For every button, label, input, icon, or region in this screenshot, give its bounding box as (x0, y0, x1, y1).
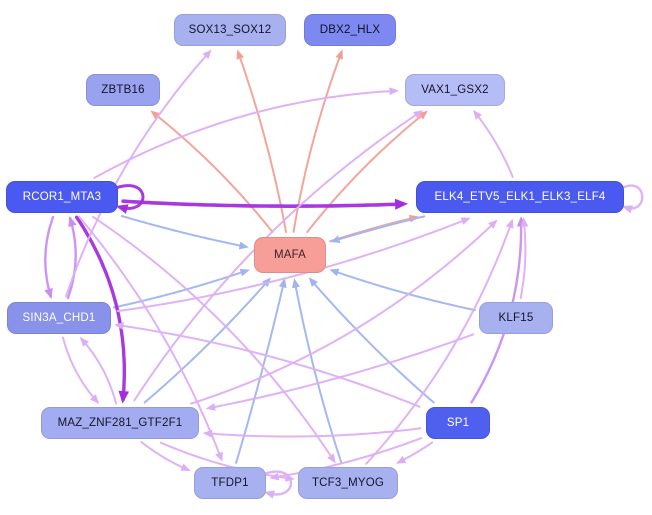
edge-sp1-tfdp1 (271, 437, 423, 479)
edge-tcf3-myog-mafa-arrowhead (292, 278, 300, 289)
edge-sp1-mafa-arrowhead (308, 277, 318, 287)
edge-rcor1-mta3-tcf3-myog (92, 215, 335, 461)
edge-sp1-maz-znf281-gtf2f1 (206, 427, 422, 438)
edge-rcor1-mta3-sin3a-chd1-arrowhead (44, 287, 53, 299)
edge-tcf3-myog-mafa (293, 280, 343, 465)
edge-mafa-vax1-gsx2 (306, 111, 427, 233)
node-maz-znf281-gtf2f1[interactable]: MAZ_ZNF281_GTF2F1 (41, 407, 199, 439)
edge-sp1-tcf3-myog-arrowhead (396, 455, 407, 464)
edge-tfdp1-mafa-arrowhead (278, 278, 287, 289)
edge-mafa-dbx2-hlx (292, 51, 343, 233)
self-loop-rcor1-mta3 (114, 184, 145, 210)
edge-rcor1-mta3-sin3a-chd1 (44, 215, 55, 298)
node-sin3a-chd1[interactable]: SIN3A_CHD1 (7, 302, 111, 334)
node-label: SIN3A_CHD1 (22, 312, 96, 324)
edge-rcor1-mta3-tfdp1-arrowhead (215, 451, 223, 462)
edge-sin3a-chd1-rcor1-mta3-arrowhead (68, 216, 77, 228)
edge-klf15-mafa-arrowhead (329, 268, 340, 277)
edge-sp1-mafa (309, 278, 435, 404)
node-label: DBX2_HLX (319, 24, 381, 36)
edge-sin3a-chd1-sox13-sox12-arrowhead (202, 49, 212, 60)
node-label: MAZ_ZNF281_GTF2F1 (57, 417, 183, 429)
edge-elk4-etv5-elk1-elk3-elf4-vax1-gsx2-arrowhead (473, 110, 482, 120)
node-label: ZBTB16 (101, 84, 145, 96)
self-loop-tfdp1 (262, 470, 293, 496)
edge-maz-znf281-gtf2f1-elk4-etv5-elk1-elk3-elf4 (190, 222, 495, 405)
edge-sin3a-chd1-elk4-etv5-elk1-elk3-elf4 (116, 218, 467, 313)
edge-maz-znf281-gtf2f1-elk4-etv5-elk1-elk3-elf4-arrowhead (488, 219, 498, 229)
edge-sin3a-chd1-mafa-arrowhead (239, 268, 250, 277)
node-elk4-etv5-elk1-elk3-elf4[interactable]: ELK4_ETV5_ELK1_ELK3_ELF4 (416, 181, 624, 213)
edge-sp1-sin3a-chd1 (118, 324, 421, 408)
node-label: ELK4_ETV5_ELK1_ELK3_ELF4 (434, 191, 606, 203)
edge-tcf3-myog-elk4-etv5-elk1-elk3-elf4 (365, 221, 513, 465)
edge-rcor1-mta3-maz-znf281-gtf2f1 (75, 215, 126, 401)
node-tcf3-myog[interactable]: TCF3_MYOG (298, 467, 398, 499)
edge-rcor1-mta3-mafa (120, 215, 247, 248)
edge-klf15-mafa (331, 269, 476, 312)
edge-elk4-etv5-elk1-elk3-elf4-mafa (332, 215, 426, 243)
edge-elk4-etv5-elk1-elk3-elf4-mafa-arrowhead (330, 235, 341, 243)
edge-elk4-etv5-elk1-elk3-elf4-vax1-gsx2 (473, 110, 514, 178)
node-label: TCF3_MYOG (311, 477, 385, 489)
edge-klf15-elk4-etv5-elk1-elk3-elf4 (519, 218, 527, 299)
edge-sin3a-chd1-maz-znf281-gtf2f1 (62, 336, 100, 404)
edge-klf15-maz-znf281-gtf2f1-arrowhead (205, 403, 216, 411)
edge-mafa-dbx2-hlx-arrowhead (335, 49, 343, 60)
node-label: SOX13_SOX12 (188, 24, 272, 36)
edge-sp1-sin3a-chd1-arrowhead (114, 322, 124, 330)
edge-maz-znf281-gtf2f1-sin3a-chd1-arrowhead (79, 337, 89, 347)
edge-rcor1-mta3-mafa-arrowhead (238, 241, 249, 250)
edge-rcor1-mta3-elk4-etv5-elk1-elk3-elf4-arrowhead (394, 198, 408, 210)
edge-rcor1-mta3-elk4-etv5-elk1-elk3-elf4 (121, 199, 404, 208)
self-loop-tfdp1-arrowhead (264, 490, 275, 499)
edge-sin3a-chd1-maz-znf281-gtf2f1-arrowhead (90, 394, 100, 404)
edge-sin3a-chd1-elk4-etv5-elk1-elk3-elf4-arrowhead (460, 217, 471, 225)
self-loop-elk4-etv5-elk1-elk3-elf4 (620, 184, 644, 210)
edge-mafa-sox13-sox12 (237, 51, 287, 233)
node-tfdp1[interactable]: TFDP1 (194, 467, 266, 499)
edge-mafa-sox13-sox12-arrowhead (236, 49, 244, 60)
self-loop-elk4-etv5-elk1-elk3-elf4-arrowhead (622, 205, 634, 214)
self-loop-rcor1-mta3-arrowhead (116, 204, 129, 214)
node-dbx2-hlx[interactable]: DBX2_HLX (304, 14, 396, 46)
edge-maz-znf281-gtf2f1-vax1-gsx2-arrowhead (413, 110, 424, 119)
edge-sin3a-chd1-sox13-sox12 (65, 51, 210, 298)
edge-mafa-zbtb16-arrowhead (150, 110, 161, 120)
node-label: SP1 (446, 417, 470, 429)
node-vax1-gsx2[interactable]: VAX1_GSX2 (405, 74, 505, 106)
edge-rcor1-mta3-tfdp1 (78, 215, 222, 459)
edge-maz-znf281-gtf2f1-sin3a-chd1 (79, 337, 117, 405)
edge-rcor1-mta3-maz-znf281-gtf2f1-arrowhead (118, 390, 129, 404)
edge-maz-znf281-gtf2f1-tcf3-myog (159, 441, 293, 480)
node-mafa[interactable]: MAFA (254, 237, 326, 273)
edge-rcor1-mta3-tcf3-myog-arrowhead (327, 453, 336, 464)
node-zbtb16[interactable]: ZBTB16 (86, 74, 160, 106)
node-sp1[interactable]: SP1 (426, 407, 490, 439)
node-label: VAX1_GSX2 (421, 84, 489, 96)
node-label: KLF15 (498, 312, 534, 324)
edge-rcor1-mta3-vax1-gsx2 (93, 89, 395, 179)
edge-rcor1-mta3-vax1-gsx2-arrowhead (389, 87, 399, 96)
edge-mafa-zbtb16 (151, 111, 274, 233)
node-klf15[interactable]: KLF15 (479, 302, 553, 334)
edge-tcf3-myog-elk4-etv5-elk1-elk3-elf4-arrowhead (505, 218, 514, 229)
node-sox13-sox12[interactable]: SOX13_SOX12 (174, 14, 286, 46)
node-label: RCOR1_MTA3 (22, 191, 102, 203)
node-label: MAFA (273, 249, 307, 261)
edge-maz-znf281-gtf2f1-tfdp1 (140, 441, 190, 472)
edge-klf15-elk4-etv5-elk1-elk3-elf4-arrowhead (520, 217, 529, 228)
edge-sp1-tfdp1-arrowhead (269, 472, 280, 481)
node-rcor1-mta3[interactable]: RCOR1_MTA3 (6, 181, 118, 213)
edge-maz-znf281-gtf2f1-tfdp1-arrowhead (180, 463, 191, 471)
edge-klf15-maz-znf281-gtf2f1 (210, 333, 475, 409)
edge-sin3a-chd1-mafa (113, 269, 248, 309)
node-label: TFDP1 (211, 477, 249, 489)
edge-sin3a-chd1-rcor1-mta3 (66, 217, 77, 300)
edge-tfdp1-mafa (235, 280, 286, 464)
